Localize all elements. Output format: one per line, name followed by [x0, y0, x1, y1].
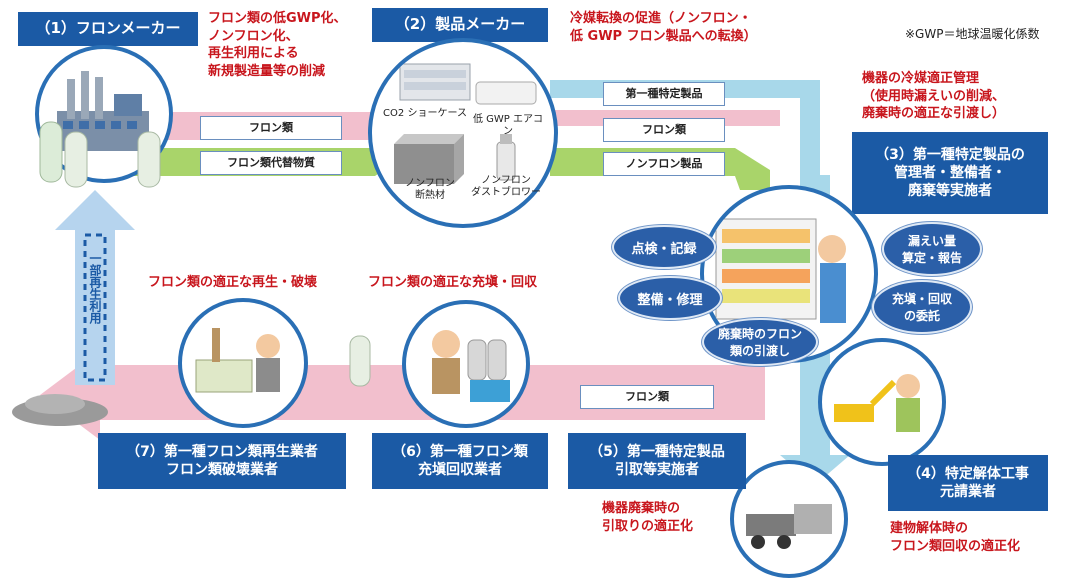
factory-icon	[57, 71, 149, 151]
maintain-repair-bubble: 整備・修理	[618, 276, 722, 320]
stakeholder-3-line2: 管理者・整備者・	[894, 164, 1006, 181]
leak-report-bubble: 漏えい量 算定・報告	[882, 222, 982, 276]
flow-label-specified-products: 第一種特定製品	[603, 82, 725, 106]
showcase-clerk-illustration	[715, 218, 846, 323]
recovery-cylinder-icon	[349, 335, 371, 387]
insulation-icon	[394, 134, 464, 144]
stakeholder-2-title: （2）製品メーカー	[394, 15, 526, 34]
maker-policy-note: フロン類の低GWP化、 ノンフロン化、 再生利用による 新規製造量等の削減	[208, 11, 347, 79]
stakeholder-1-box: （1）フロンメーカー	[18, 12, 198, 46]
stakeholder-6-box: （6）第一種フロン類 充塡回収業者	[372, 433, 548, 489]
recycle-policy-note: フロン類の適正な再生・破壊	[148, 275, 318, 290]
stakeholder-4-box: （4）特定解体工事 元請業者	[888, 455, 1048, 511]
handover-bubble: 廃棄時のフロン 類の引渡し	[702, 318, 818, 366]
flow-label-alternatives: フロン類代替物質	[200, 151, 342, 175]
gwp-footnote: ※GWP＝地球温暖化係数	[905, 27, 1040, 41]
flow-label-fluorocarbons-return: フロン類	[580, 385, 714, 409]
stakeholder-2-box: （2）製品メーカー	[372, 8, 548, 42]
demolition-circle	[818, 338, 946, 466]
product-circle	[368, 38, 558, 228]
product-policy-note: 冷媒転換の促進（ノンフロン・ 低 GWP フロン製品への転換）	[570, 11, 757, 44]
insulation-label: ノンフロン 断熱材	[405, 178, 455, 201]
flow-label-fluorocarbons-1: フロン類	[200, 116, 342, 140]
user-circle	[700, 185, 878, 363]
takeover-illustration	[746, 504, 832, 549]
stakeholder-3-line1: （3）第一種特定製品の	[875, 146, 1025, 163]
recovery-policy-note: フロン類の適正な充塡・回収	[368, 275, 538, 290]
stakeholder-5-line1: （5）第一種特定製品	[589, 443, 725, 460]
partial-reuse-label: 一部再生利用	[88, 252, 102, 324]
recycle-plant-illustration	[195, 328, 280, 393]
reuse-up-arrow	[55, 190, 135, 385]
stakeholder-5-box: （5）第一種特定製品 引取等実施者	[568, 433, 746, 489]
manager-policy-note: 機器の冷媒適正管理 （使用時漏えいの削減、 廃棄時の適正な引渡し）	[862, 71, 1006, 122]
gas-cylinders-icon	[39, 121, 161, 188]
excavator-worker-illustration	[834, 374, 920, 432]
stakeholder-4-line2: 元請業者	[940, 484, 996, 500]
maker-circle	[35, 45, 173, 183]
flow-label-fluorocarbons-2: フロン類	[603, 118, 725, 142]
clerk-head	[818, 235, 846, 263]
products-illustration	[394, 63, 537, 184]
recycle-circle	[178, 298, 308, 428]
stakeholder-6-line1: （6）第一種フロン類	[392, 443, 528, 460]
stakeholder-7-line1: （7）第一種フロン類再生業者	[126, 443, 318, 460]
stakeholder-7-line2: フロン類破壊業者	[166, 462, 278, 478]
stakeholder-1-title: （1）フロンメーカー	[35, 19, 181, 38]
showcase-label: CO2 ショーケース	[383, 108, 467, 119]
rubble-pile-top	[25, 394, 85, 414]
reuse-inner-dash	[83, 233, 107, 382]
aircon-label: 低 GWP エアコン	[472, 114, 544, 137]
stakeholder-4-line1: （4）特定解体工事	[907, 465, 1029, 482]
stakeholder-5-line2: 引取等実施者	[615, 462, 699, 478]
recovery-circle	[402, 300, 530, 428]
aircon-icon	[475, 81, 537, 105]
takeover-policy-note: 機器廃棄時の 引取りの適正化	[602, 501, 694, 534]
consign-bubble: 充塡・回収 の委託	[872, 280, 972, 334]
inspect-record-bubble: 点検・記録	[612, 225, 716, 269]
cyan-flow-product-to-user	[550, 80, 820, 175]
duster-label: ノンフロン ダストブロワー	[471, 175, 541, 198]
recovery-worker-illustration	[432, 330, 510, 402]
stakeholder-3-box: （3）第一種特定製品の 管理者・整備者・ 廃棄等実施者	[852, 132, 1048, 214]
takeover-circle	[730, 460, 848, 578]
flow-label-nonfluoro-products: ノンフロン製品	[603, 152, 725, 176]
stakeholder-7-box: （7）第一種フロン類再生業者 フロン類破壊業者	[98, 433, 346, 489]
demolition-policy-note: 建物解体時の フロン類回収の適正化	[890, 521, 1021, 554]
stakeholder-3-line3: 廃棄等実施者	[908, 183, 992, 200]
stakeholder-6-line2: 充塡回収業者	[418, 462, 502, 478]
